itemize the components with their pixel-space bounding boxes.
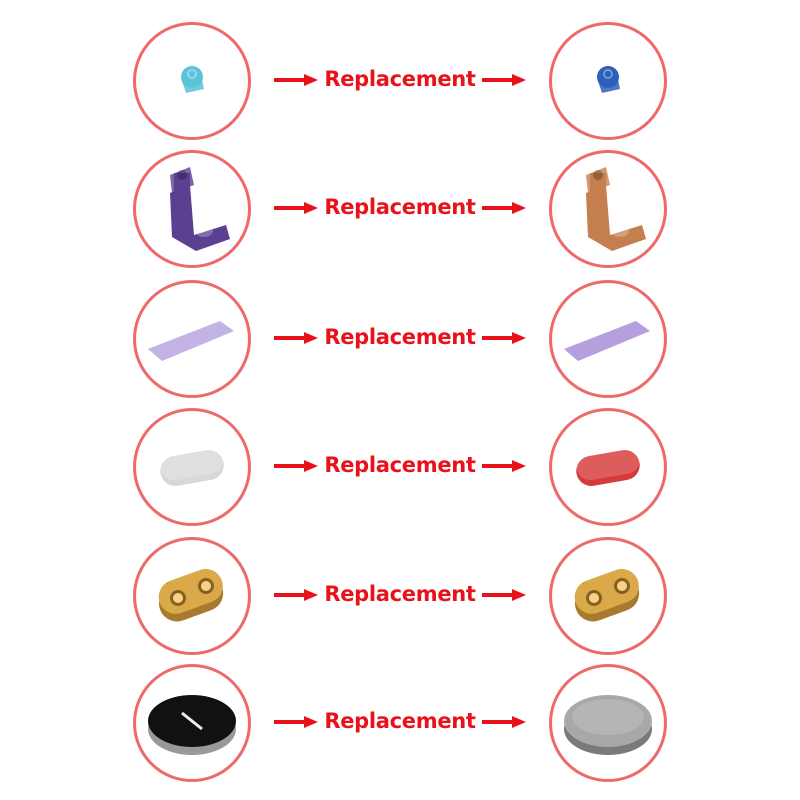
arrow-right-icon	[274, 202, 318, 214]
arrow-right-icon	[482, 74, 526, 86]
original-part-circle	[133, 664, 251, 782]
round-plate-clip-icon	[597, 66, 620, 93]
replacement-row: Replacement	[0, 537, 800, 657]
plate-6x16-icon	[148, 321, 234, 361]
replacement-row: Replacement	[0, 150, 800, 270]
original-part-circle	[133, 150, 251, 268]
arrow-right-icon	[482, 202, 526, 214]
original-part-circle	[133, 408, 251, 526]
replacement-label: Replacement	[324, 325, 476, 349]
replacement-label: Replacement	[324, 195, 476, 219]
arrow-right-icon	[274, 716, 318, 728]
replacement-part-circle	[549, 22, 667, 140]
replacement-part-circle	[549, 537, 667, 655]
plate-6x16-icon	[564, 321, 650, 361]
replacement-row: Replacement	[0, 664, 800, 784]
arrow-right-icon	[482, 716, 526, 728]
round-plate-clip-icon	[181, 66, 204, 93]
round-tile-2x2-icon	[564, 695, 652, 755]
replacement-part-circle	[549, 280, 667, 398]
replacement-part-circle	[549, 408, 667, 526]
arrow-right-icon	[482, 460, 526, 472]
round-tile-2x2-printed-icon	[148, 695, 236, 755]
replacement-row: Replacement	[0, 22, 800, 142]
original-part-circle	[133, 280, 251, 398]
replacement-part-circle	[549, 150, 667, 268]
tile-1x2-rounded-icon	[160, 445, 224, 486]
replacement-label: Replacement	[324, 67, 476, 91]
bracket-icon	[170, 167, 230, 251]
original-part-circle	[133, 537, 251, 655]
replacement-label: Replacement	[324, 709, 476, 733]
replacement-label: Replacement	[324, 453, 476, 477]
bracket-icon	[586, 167, 646, 251]
arrow-right-icon	[274, 589, 318, 601]
original-part-circle	[133, 22, 251, 140]
arrow-right-icon	[274, 74, 318, 86]
replacement-row: Replacement	[0, 280, 800, 400]
arrow-right-icon	[482, 332, 526, 344]
tile-1x2-rounded-icon	[576, 445, 640, 486]
arrow-right-icon	[274, 332, 318, 344]
replacement-part-circle	[549, 664, 667, 782]
replacement-label: Replacement	[324, 582, 476, 606]
replacement-row: Replacement	[0, 408, 800, 528]
arrow-right-icon	[274, 460, 318, 472]
arrow-right-icon	[482, 589, 526, 601]
plate-1x2-holes-icon	[158, 568, 224, 622]
plate-1x2-holes-icon	[574, 568, 640, 622]
